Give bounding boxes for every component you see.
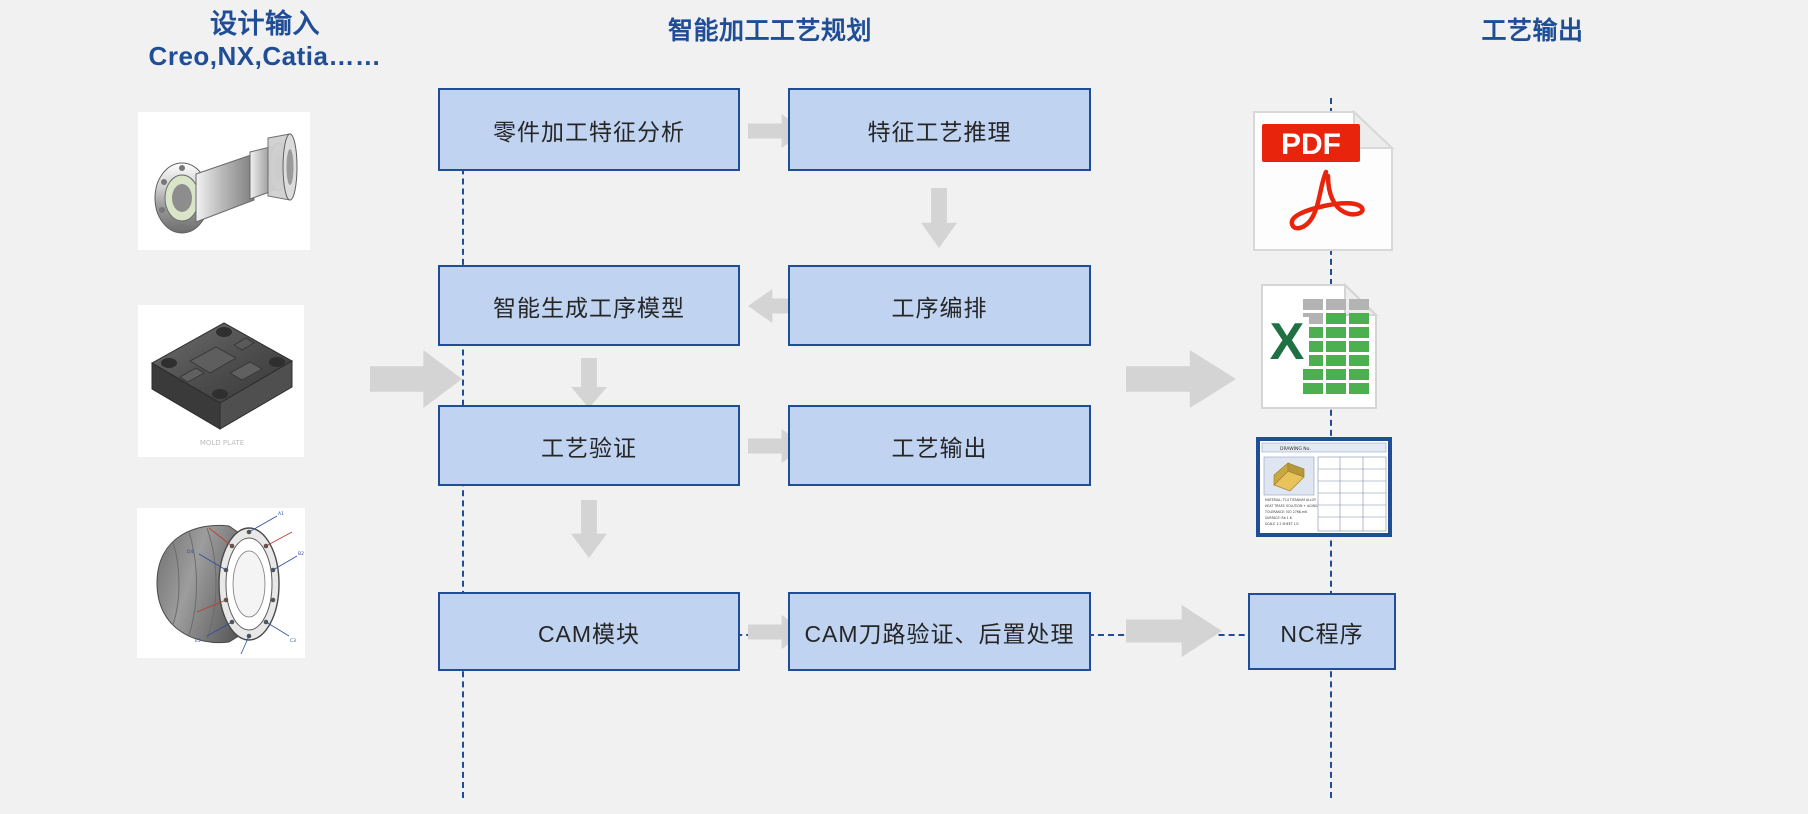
arrow-toolpath-to-nc <box>1126 605 1222 657</box>
arrow-planning-to-output <box>1126 350 1236 408</box>
svg-text:A1: A1 <box>278 511 284 517</box>
design-input-title: 设计输入 Creo,NX,Catia…… <box>70 8 460 73</box>
arrow-reasoning-to-sequence <box>921 188 957 248</box>
process-box-label: 工序编排 <box>891 294 988 321</box>
svg-text:E5: E5 <box>195 638 201 644</box>
design-input-title-main: 设计输入 <box>210 9 320 39</box>
planning-title: 智能加工工艺规划 <box>667 17 872 45</box>
excel-file-icon[interactable]: X <box>1259 282 1379 410</box>
process-box-operation-sequence[interactable]: 工序编排 <box>788 265 1091 346</box>
svg-text:D4: D4 <box>187 549 193 555</box>
engineering-drawing-icon[interactable]: DRAWING No. MATERIAL: TC4 TITANIUM ALLOY… <box>1256 437 1392 537</box>
process-box-label: 特征工艺推理 <box>867 118 1012 145</box>
output-box-label: NC程序 <box>1280 620 1364 647</box>
process-box-process-validation[interactable]: 工艺验证 <box>438 405 740 486</box>
arrow-model-to-validation <box>571 358 607 408</box>
svg-text:SURFACE: Ra 1.6: SURFACE: Ra 1.6 <box>1265 516 1292 520</box>
design-input-title-sub: Creo,NX,Catia…… <box>148 40 382 71</box>
process-box-label: 工艺输出 <box>891 434 988 461</box>
process-box-operation-model[interactable]: 智能生成工序模型 <box>438 265 740 346</box>
svg-text:X: X <box>1270 313 1305 371</box>
svg-text:MATERIAL: TC4 TITANIUM ALLOY: MATERIAL: TC4 TITANIUM ALLOY <box>1265 498 1316 502</box>
svg-text:MOLD PLATE: MOLD PLATE <box>200 439 244 447</box>
process-box-label: 工艺验证 <box>541 434 637 461</box>
svg-text:SCALE 1:2 SHEET 1/1: SCALE 1:2 SHEET 1/1 <box>1265 522 1299 526</box>
process-box-label: 零件加工特征分析 <box>493 118 685 145</box>
process-box-label: CAM模块 <box>537 620 641 647</box>
process-box-cam-module[interactable]: CAM模块 <box>438 592 740 671</box>
process-box-process-output[interactable]: 工艺输出 <box>788 405 1091 486</box>
process-box-label: 智能生成工序模型 <box>493 294 685 321</box>
svg-text:B2: B2 <box>298 551 304 557</box>
process-box-label: CAM刀路验证、后置处理 <box>804 620 1075 647</box>
arrow-output-to-cam <box>571 500 607 558</box>
svg-text:HEAT TREAT: SOLUTION + AGING: HEAT TREAT: SOLUTION + AGING <box>1265 504 1318 508</box>
process-box-feature-reasoning[interactable]: 特征工艺推理 <box>788 88 1091 171</box>
arrow-input-to-planning <box>370 350 462 408</box>
svg-text:DRAWING No.: DRAWING No. <box>1280 446 1311 452</box>
cad-mold-plate-thumbnail: MOLD PLATE <box>138 305 304 457</box>
process-box-feature-analysis[interactable]: 零件加工特征分析 <box>438 88 740 171</box>
svg-text:C3: C3 <box>290 638 296 644</box>
output-title: 工艺输出 <box>1481 17 1584 45</box>
cad-shaft-housing-thumbnail <box>138 112 310 250</box>
process-box-cam-toolpath[interactable]: CAM刀路验证、后置处理 <box>788 592 1091 671</box>
pdf-file-icon[interactable]: PDF <box>1250 109 1396 252</box>
output-box-nc-program[interactable]: NC程序 <box>1248 593 1396 670</box>
svg-text:TOLERANCE: ISO 2768-mK: TOLERANCE: ISO 2768-mK <box>1264 510 1308 514</box>
pdf-label: PDF <box>1281 128 1341 161</box>
